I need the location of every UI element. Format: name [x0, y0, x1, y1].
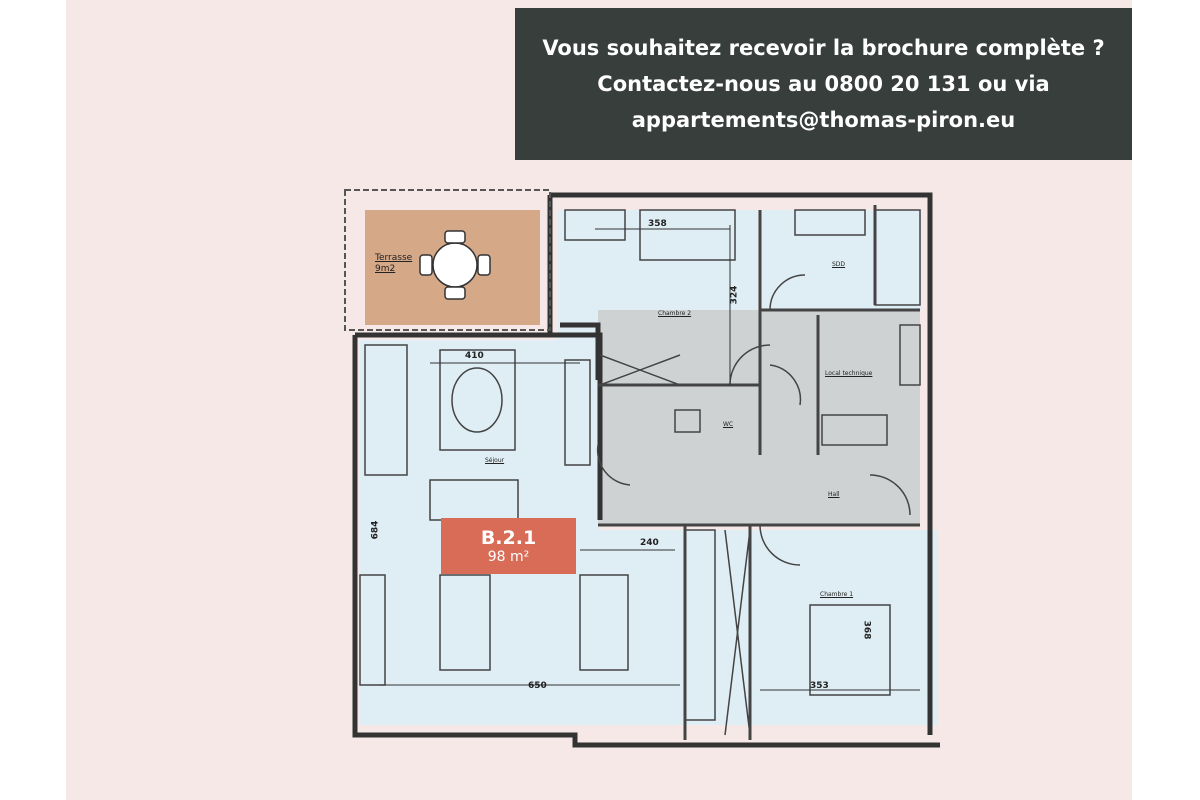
bed-chambre2 — [639, 209, 736, 261]
sofa — [364, 344, 408, 476]
label-chambre1: Chambre 1 — [820, 591, 854, 598]
kitchen-island — [579, 574, 629, 671]
chambre2-wall — [560, 322, 601, 380]
kitchen-counter — [684, 529, 716, 721]
sink-sdd — [794, 209, 866, 236]
boiler — [899, 324, 921, 386]
banner-line-3: appartements@thomas-piron.eu — [631, 108, 1016, 132]
dim-684: 684 — [370, 520, 381, 540]
terrace-table — [419, 230, 491, 300]
terrace-border — [344, 189, 551, 331]
dim-650: 650 — [528, 681, 547, 691]
rug — [439, 349, 516, 451]
dim-368: 368 — [861, 620, 872, 640]
brochure-banner: Vous souhaitez recevoir la brochure comp… — [515, 8, 1132, 160]
dim-353: 353 — [810, 681, 829, 691]
dim-358: 358 — [648, 219, 667, 229]
outer-wall-left-bottom — [352, 335, 940, 748]
toilet — [674, 409, 701, 433]
storage — [359, 574, 386, 686]
washer — [821, 414, 888, 446]
floor-plan-drawing — [344, 189, 940, 748]
label-sejour: Séjour — [485, 457, 505, 464]
terrasse-area: 9m2 — [375, 264, 396, 274]
dim-410: 410 — [465, 351, 484, 361]
outer-wall-top-right — [550, 192, 933, 735]
wc-floor — [600, 385, 760, 455]
dim-240: 240 — [640, 538, 659, 548]
label-local-technique: Local technique — [825, 370, 873, 377]
label-chambre2: Chambre 2 — [658, 310, 692, 317]
coffee-table — [451, 367, 503, 433]
dim-324: 324 — [729, 285, 740, 305]
sideboard — [564, 359, 591, 466]
label-sdd: SDD — [832, 261, 846, 268]
bed-chambre1 — [809, 604, 891, 696]
banner-line-1: Vous souhaitez recevoir la brochure comp… — [542, 36, 1105, 60]
dining-table — [439, 574, 491, 671]
label-hall: Hall — [828, 491, 840, 498]
terrasse-name: Terrasse — [375, 253, 413, 263]
unit-code: B.2.1 — [480, 527, 537, 549]
sdd-floor — [762, 210, 922, 310]
floor-plan: Terrasse 9m2 Chambre 2 SDD Local techniq… — [330, 175, 945, 755]
shower — [874, 209, 921, 306]
unit-area: 98 m² — [487, 549, 530, 565]
terrasse-label: Terrasse 9m2 — [375, 253, 412, 275]
desk — [564, 209, 626, 241]
label-wc: WC — [723, 421, 734, 428]
unit-badge: B.2.1 98 m² — [441, 518, 576, 574]
chambre1-floor — [598, 530, 938, 725]
banner-line-2: Contactez-nous au 0800 20 131 ou via — [597, 72, 1050, 96]
